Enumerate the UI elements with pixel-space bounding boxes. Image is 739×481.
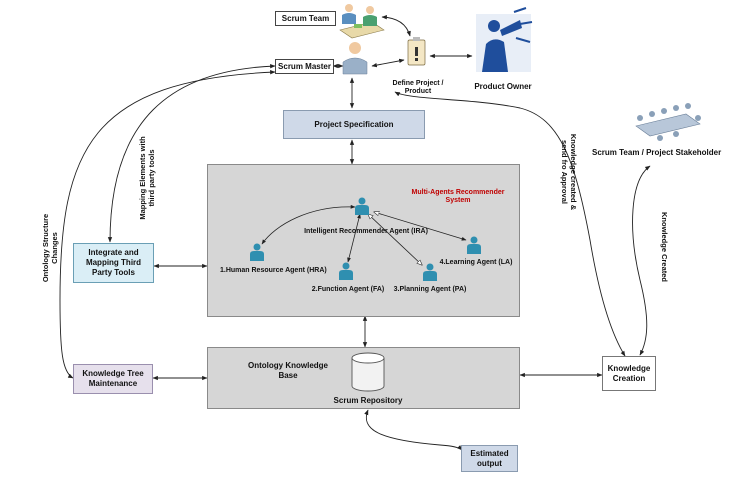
stakeholder-label: Scrum Team / Project Stakeholder (592, 148, 722, 157)
edge-ira-fa (347, 213, 361, 263)
edge-define-creation (394, 91, 626, 357)
scrum-master-label: Scrum Master (278, 61, 331, 71)
fa-label: 2.Function Agent (FA) (311, 286, 385, 293)
scrum-team-label: Scrum Team (281, 13, 330, 23)
edge-stakeholder-creation (632, 165, 651, 356)
edge-master-tree (59, 70, 276, 379)
la-label: 4.Learning Agent (LA) (439, 259, 513, 266)
integrate-tools-label: Integrate and Mapping Third Party Tools (85, 248, 142, 277)
estimated-output-label: Estimated output (470, 448, 509, 468)
ira-agent-icon (355, 197, 369, 215)
stakeholder-meeting-icon (635, 103, 701, 141)
edge-team-define (381, 15, 411, 37)
repository-database-icon (351, 352, 385, 392)
multi-agents-box[interactable] (207, 164, 520, 317)
hra-agent-icon (250, 243, 264, 261)
project-specification-box[interactable]: Project Specification (283, 110, 425, 139)
multi-agents-title: Multi-Agents Recommender System (411, 189, 505, 205)
integrate-tools-box[interactable]: Integrate and Mapping Third Party Tools (73, 243, 154, 283)
ira-label: Intelligent Recommender Agent (IRA) (304, 228, 428, 235)
knowledge-created-label: Knowledge Created (660, 211, 669, 282)
fa-agent-icon (339, 262, 353, 280)
pa-label: 3.Planning Agent (PA) (393, 286, 467, 293)
clipboard-icon (407, 37, 426, 66)
product-owner-icon (476, 7, 533, 72)
scrum-master-box[interactable]: Scrum Master (275, 59, 334, 74)
hra-label: 1.Human Resource Agent (HRA) (220, 267, 327, 274)
scrum-team-illustration-icon (339, 4, 385, 39)
project-specification-label: Project Specification (314, 119, 394, 129)
edge-ira-hra (261, 204, 356, 245)
product-owner-label: Product Owner (474, 82, 532, 91)
pa-agent-icon (423, 263, 437, 281)
edge-ontology-estimated (364, 409, 463, 451)
edge-ira-la (374, 212, 466, 240)
edge-ira-pa (368, 214, 422, 265)
la-agent-icon (467, 236, 481, 254)
knowledge-creation-label: Knowledge Creation (607, 363, 651, 383)
define-project-label: Define Project / Product (392, 80, 444, 96)
edge-master-define (371, 58, 405, 68)
ontology-kb-label: Ontology Knowledge Base (248, 361, 328, 380)
mapping-elements-label: Mapping Elements with third party tools (138, 136, 156, 220)
knowledge-creation-box[interactable]: Knowledge Creation (602, 356, 656, 391)
knowledge-tree-label: Knowledge Tree Maintenance (82, 369, 144, 388)
estimated-output-box[interactable]: Estimated output (461, 445, 518, 472)
ontology-changes-label: Ontology Structure Changes (41, 213, 59, 283)
scrum-repository-label: Scrum Repository (333, 396, 403, 405)
knowledge-tree-box[interactable]: Knowledge Tree Maintenance (73, 364, 153, 394)
scrum-master-person-icon (342, 42, 368, 75)
knowledge-approval-label: Knowledge created & send fro Approval (560, 133, 578, 211)
scrum-team-box[interactable]: Scrum Team (275, 11, 336, 26)
